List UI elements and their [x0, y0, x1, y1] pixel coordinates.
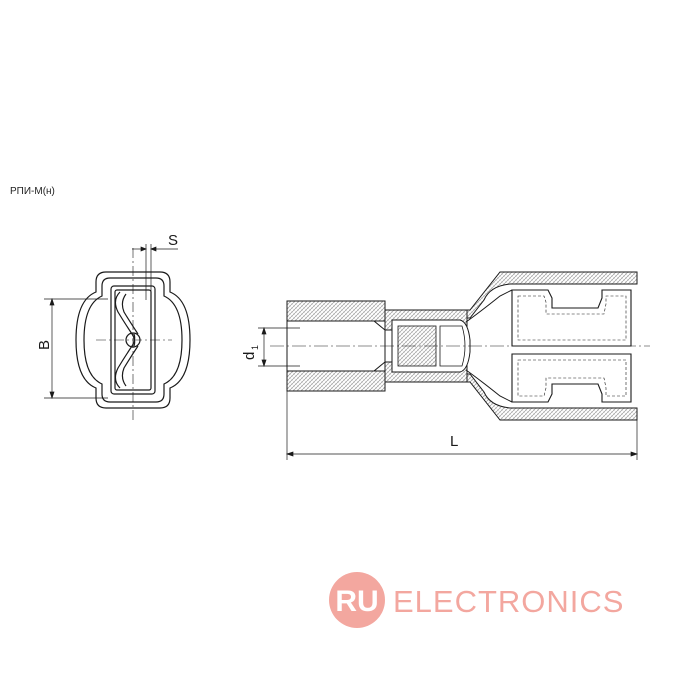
end-view [75, 248, 191, 420]
funnel-line-upper [465, 289, 513, 323]
entry-sleeve-top [286, 300, 386, 322]
watermark: RU ELECTRONICS [329, 572, 624, 628]
entry-sleeve-bottom [286, 370, 386, 392]
watermark-badge-text: RU [335, 585, 378, 618]
watermark-text: ELECTRONICS [393, 584, 624, 619]
funnel-line-lower [465, 369, 513, 403]
drawing-title: РПИ-М(н) [10, 186, 55, 197]
dimension-b-label: B [36, 340, 53, 350]
end-view-outer-housing [75, 271, 191, 409]
receptacle-upper [511, 289, 632, 347]
dimension-d1 [258, 326, 300, 368]
dimension-d1-label-group: d 1 [241, 345, 260, 360]
receptacle-upper-inner [517, 295, 627, 341]
dimension-s-label: S [168, 232, 178, 249]
dimension-d1-subscript: 1 [250, 345, 260, 350]
end-view-inner-housing [83, 277, 183, 403]
dimension-b [44, 297, 108, 400]
dimension-l-label: L [450, 433, 458, 450]
dimension-d1-label: d [241, 352, 258, 360]
receptacle-lower-inner [517, 359, 627, 397]
dimension-l [285, 391, 639, 460]
side-view [270, 271, 650, 421]
watermark-badge-circle [329, 572, 385, 628]
dimension-s [132, 244, 178, 300]
receptacle-lower [511, 353, 632, 403]
